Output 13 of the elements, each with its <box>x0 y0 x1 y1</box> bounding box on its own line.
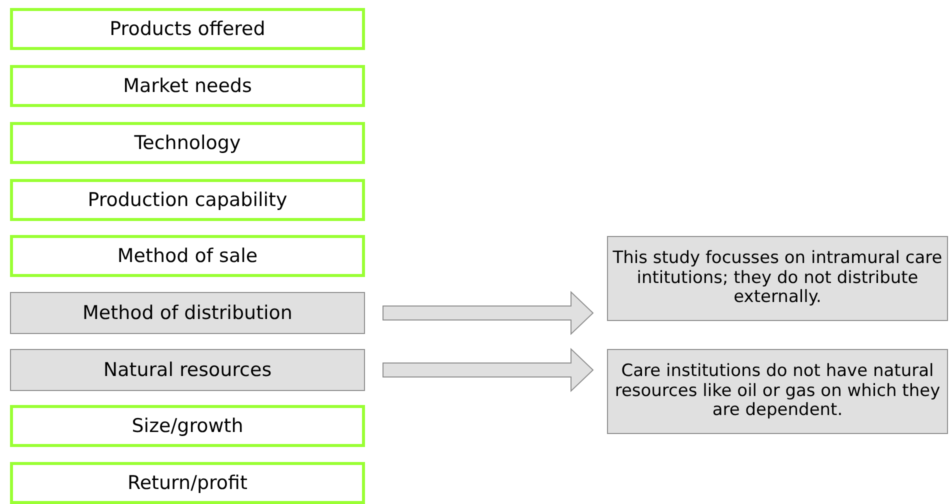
outlined-box: Market needs <box>10 65 365 107</box>
outlined-box: Production capability <box>10 179 365 221</box>
outlined-box: Size/growth <box>10 405 365 447</box>
outlined-box: Products offered <box>10 8 365 50</box>
shaded-box: Care institutions do not have natural resources like oil or gas on which they are dependent. <box>607 349 948 434</box>
shaded-box: This study focusses on intramural care intitutions; they do not distribute externally. <box>607 236 948 321</box>
block-arrow <box>382 290 594 336</box>
shaded-box: Natural resources <box>10 349 365 391</box>
outlined-box: Method of sale <box>10 235 365 277</box>
outlined-box: Return/profit <box>10 462 365 504</box>
block-arrow <box>382 348 594 392</box>
outlined-box: Technology <box>10 122 365 164</box>
shaded-box: Method of distribution <box>10 292 365 334</box>
